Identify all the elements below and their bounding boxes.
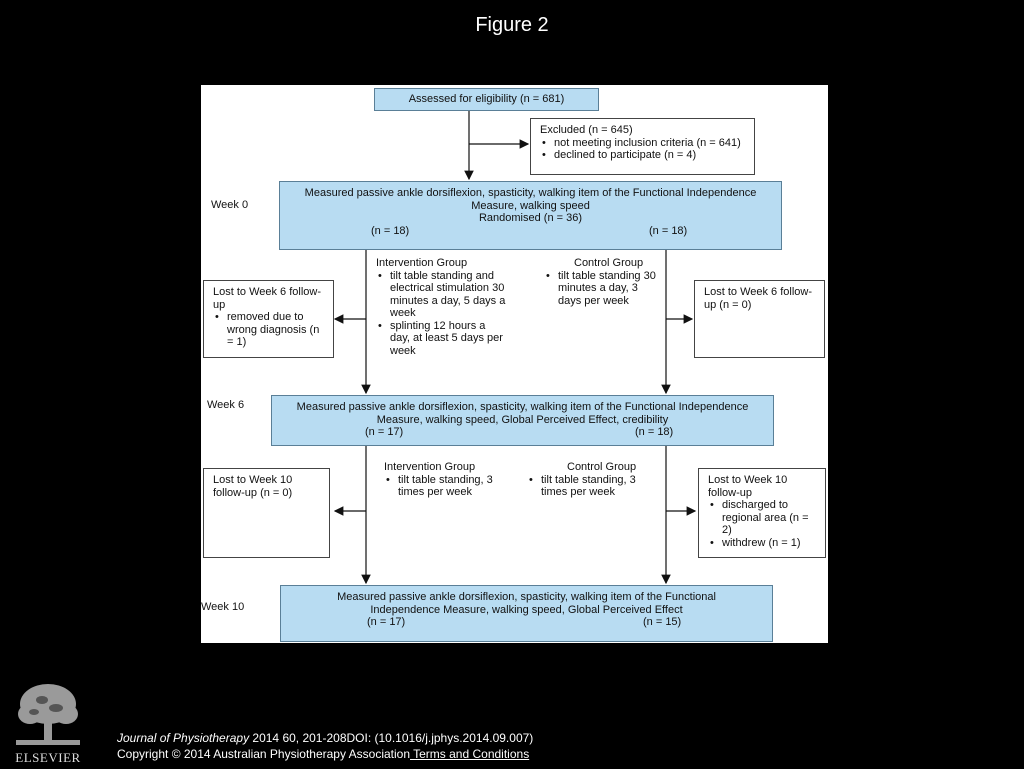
lost-week6-left-item: removed due to wrong diagnosis (n = 1) bbox=[213, 311, 327, 349]
week10-measures-box: Measured passive ankle dorsiflexion, spa… bbox=[280, 585, 773, 642]
phase1-intervention-title: Intervention Group bbox=[376, 257, 468, 269]
lost-week10-right-box: Lost to Week 10 follow-up discharged to … bbox=[698, 468, 826, 558]
week0-measures-box: Measured passive ankle dorsiflexion, spa… bbox=[279, 181, 782, 250]
connector-arrows bbox=[333, 111, 697, 585]
phase2-intervention-item: tilt table standing, 3 times per week bbox=[384, 474, 514, 499]
copyright-text: Copyright © 2014 Australian Physiotherap… bbox=[117, 747, 411, 761]
week0-n-left: (n = 18) bbox=[371, 224, 410, 237]
phase2-intervention-title: Intervention Group bbox=[384, 461, 476, 473]
lost-week6-left-title: Lost to Week 6 follow-up bbox=[213, 286, 322, 311]
phase2-control-title: Control Group bbox=[567, 461, 637, 473]
week6-line: Measured passive ankle dorsiflexion, spa… bbox=[296, 401, 749, 413]
lost-week10-right-item: withdrew (n = 1) bbox=[708, 537, 819, 550]
copyright-line: Copyright © 2014 Australian Physiotherap… bbox=[117, 746, 533, 762]
phase1-control: Control Group tilt table standing 30 min… bbox=[544, 257, 659, 307]
lost-week6-left-box: Lost to Week 6 follow-up removed due to … bbox=[203, 280, 334, 358]
phase2-control: Control Group tilt table standing, 3 tim… bbox=[527, 461, 647, 499]
week10-n-right: (n = 15) bbox=[643, 616, 682, 628]
week0-line: Measured passive ankle dorsiflexion, spa… bbox=[304, 187, 757, 199]
citation-line: Journal of Physiotherapy 2014 60, 201-20… bbox=[117, 730, 533, 746]
terms-link[interactable]: Terms and Conditions bbox=[410, 747, 530, 761]
week10-line: Measured passive ankle dorsiflexion, spa… bbox=[337, 591, 716, 603]
phase1-control-item: tilt table standing 30 minutes a day, 3 … bbox=[544, 270, 659, 308]
week-label: Week 0 bbox=[211, 199, 249, 211]
lost-week10-left-title: Lost to Week 10 follow-up (n = 0) bbox=[213, 474, 293, 499]
eligibility-text: Assessed for eligibility (n = 681) bbox=[408, 93, 565, 105]
week0-line: Measure, walking speed bbox=[471, 199, 590, 212]
week-label: Week 10 bbox=[201, 601, 245, 613]
week6-line: Measure, walking speed, Global Perceived… bbox=[376, 413, 669, 426]
week0-randomised: Randomised (n = 36) bbox=[478, 212, 583, 224]
journal-name: Journal of Physiotherapy bbox=[117, 731, 250, 745]
flow-diagram: Assessed for eligibility (n = 681) Exclu… bbox=[201, 85, 828, 643]
lost-week6-right-box: Lost to Week 6 follow-up (n = 0) bbox=[694, 280, 825, 358]
week10-n-left: (n = 17) bbox=[367, 616, 406, 628]
lost-week10-right-title: Lost to Week 10 follow-up bbox=[708, 474, 788, 499]
excluded-item: not meeting inclusion criteria (n = 641) bbox=[540, 137, 754, 150]
phase1-intervention: Intervention Group tilt table standing a… bbox=[376, 257, 506, 357]
excluded-item: declined to participate (n = 4) bbox=[540, 149, 754, 162]
week6-n-right: (n = 18) bbox=[635, 426, 674, 438]
week6-measures-box: Measured passive ankle dorsiflexion, spa… bbox=[271, 395, 774, 446]
excluded-title: Excluded (n = 645) bbox=[540, 124, 633, 136]
week10-line: Independence Measure, walking speed, Glo… bbox=[370, 603, 683, 616]
lost-week10-right-item: discharged to regional area (n = 2) bbox=[708, 499, 819, 537]
slide-title: Figure 2 bbox=[475, 14, 549, 36]
elsevier-logo: ELSEVIER bbox=[8, 680, 88, 765]
phase1-control-title: Control Group bbox=[574, 257, 644, 269]
phase1-intervention-item: tilt table standing and electrical stimu… bbox=[376, 270, 506, 320]
citation-footer: Journal of Physiotherapy 2014 60, 201-20… bbox=[117, 730, 533, 762]
week6-n-left: (n = 17) bbox=[365, 426, 404, 438]
phase2-control-item: tilt table standing, 3 times per week bbox=[527, 474, 647, 499]
citation-details: 2014 60, 201-208DOI: (10.1016/j.jphys.20… bbox=[249, 731, 534, 745]
logo-wordmark: ELSEVIER bbox=[15, 750, 80, 764]
lost-week10-left-box: Lost to Week 10 follow-up (n = 0) bbox=[203, 468, 330, 558]
lost-week6-right-title: Lost to Week 6 follow-up (n = 0) bbox=[704, 286, 813, 311]
week-label: Week 6 bbox=[207, 399, 245, 411]
week0-n-right: (n = 18) bbox=[649, 224, 688, 237]
tree-icon: ELSEVIER bbox=[8, 680, 88, 765]
phase2-intervention: Intervention Group tilt table standing, … bbox=[384, 461, 514, 499]
eligibility-box: Assessed for eligibility (n = 681) bbox=[374, 88, 599, 111]
excluded-box: Excluded (n = 645) not meeting inclusion… bbox=[530, 118, 755, 175]
phase1-intervention-item: splinting 12 hours a day, at least 5 day… bbox=[376, 320, 506, 358]
